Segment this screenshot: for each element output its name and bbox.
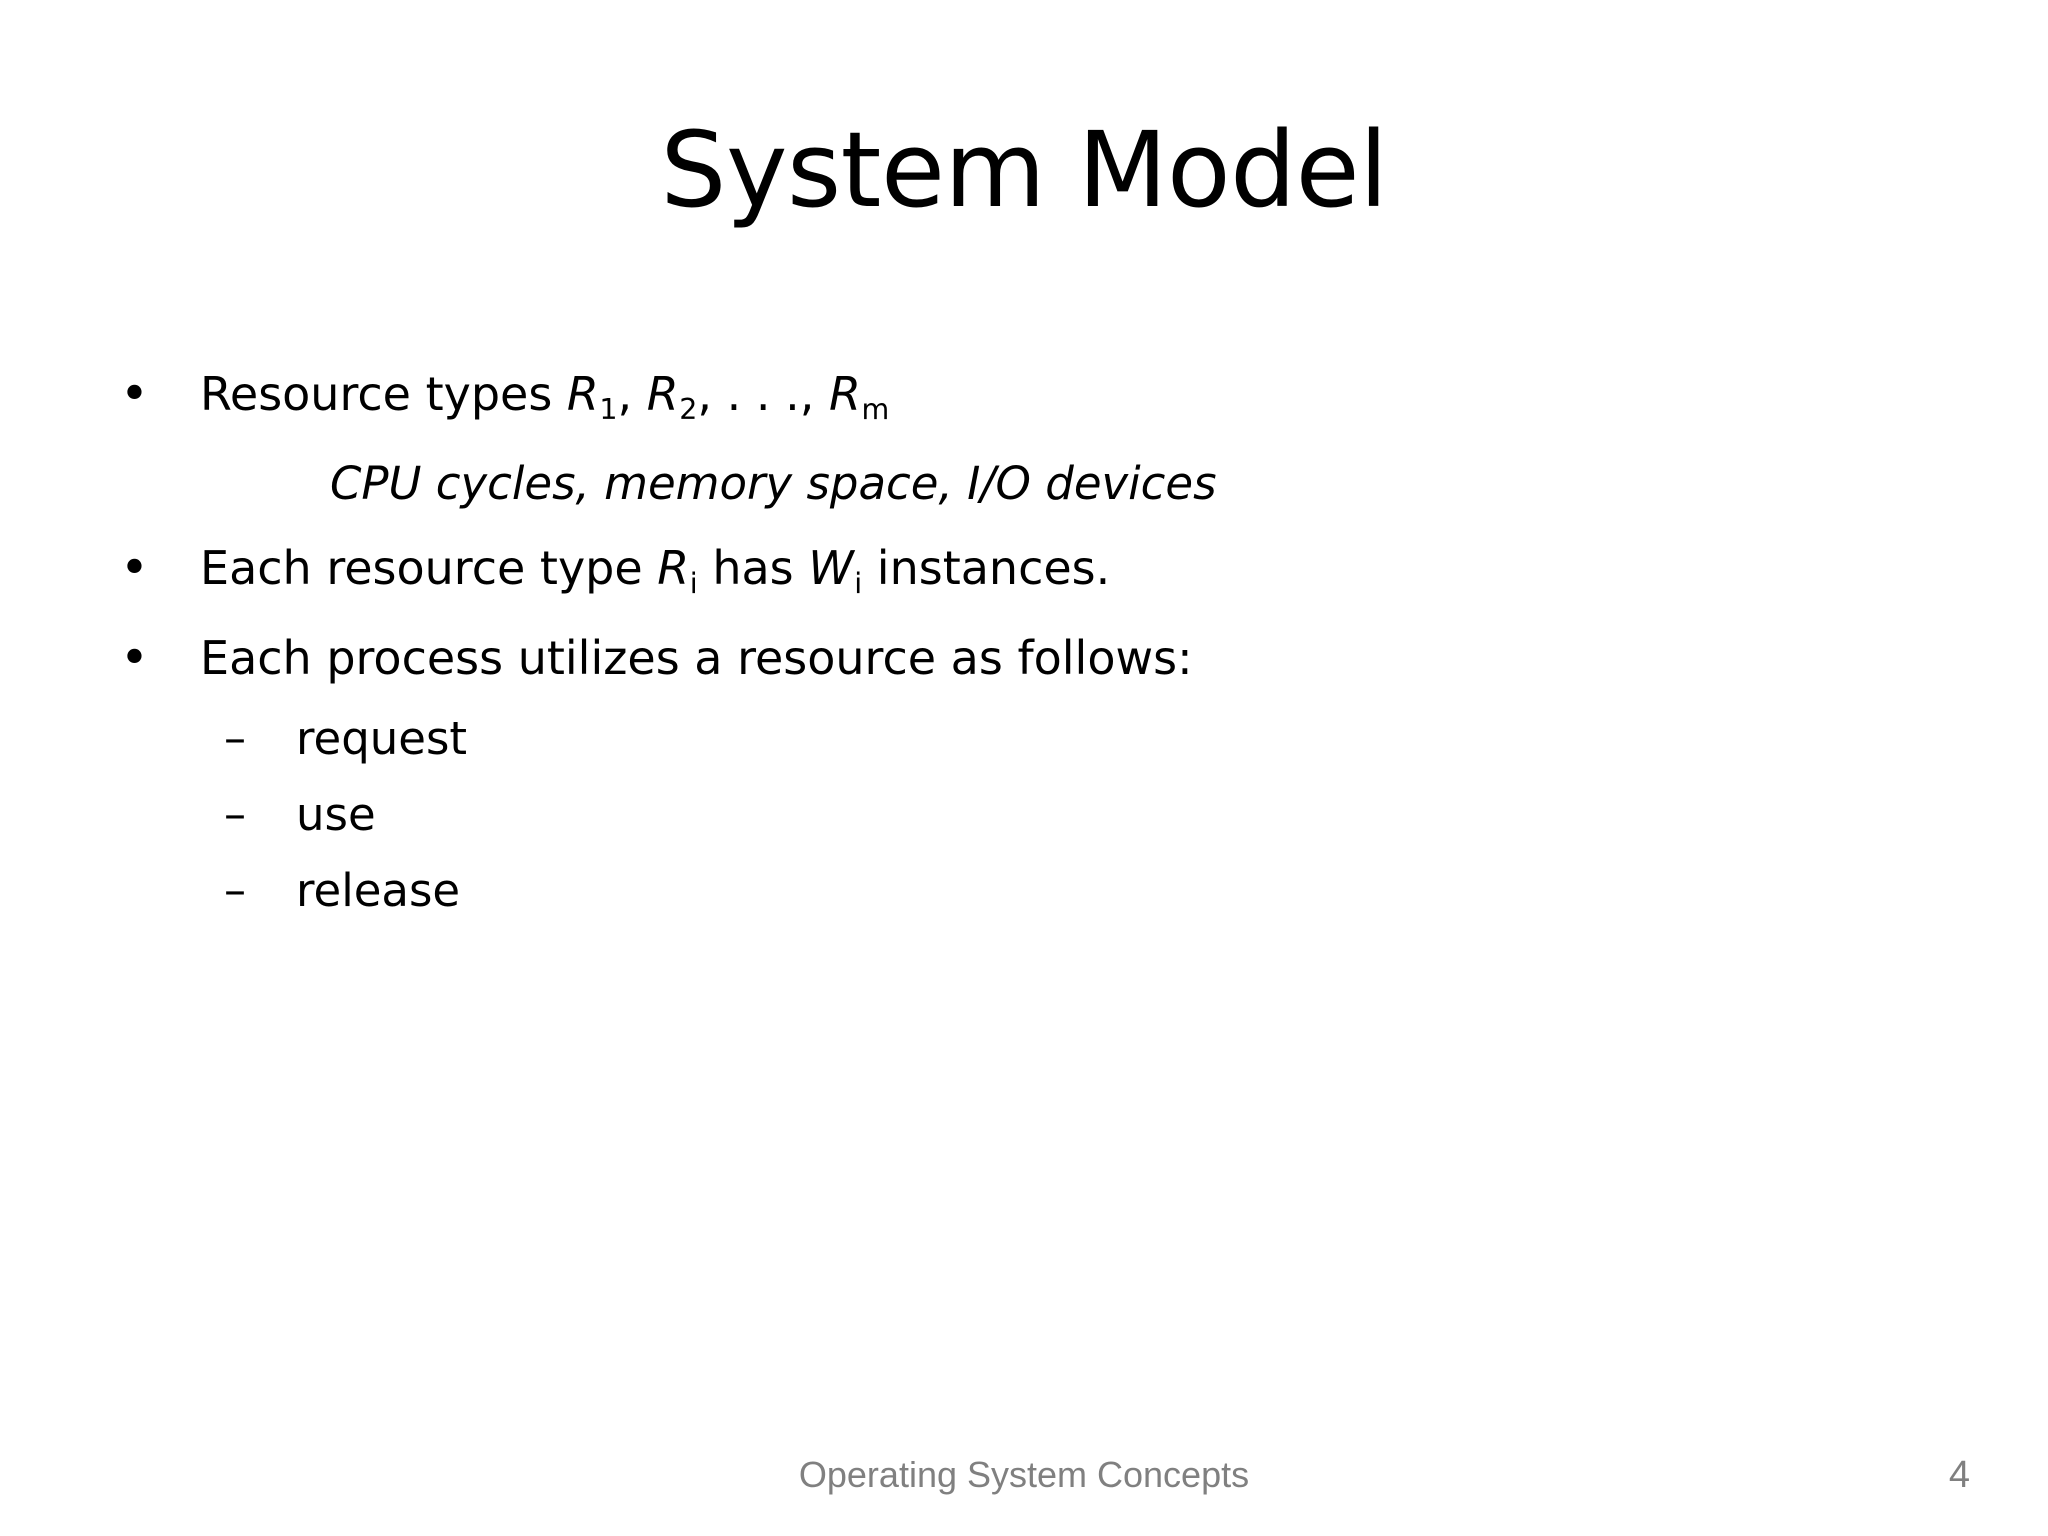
- subscript-m: m: [861, 393, 890, 427]
- sub-bullet-text-request: request: [296, 712, 468, 766]
- subscript-2: 2: [679, 393, 698, 427]
- bullet-item-utilization: • Each process utilizes a resource as fo…: [0, 624, 2048, 698]
- bullet2-suffix-text: instances.: [862, 541, 1111, 596]
- subscript-i-w: i: [854, 567, 863, 601]
- bullet1-prefix-text: Resource types: [200, 367, 567, 421]
- slide-title: System Model: [660, 109, 1388, 231]
- bullet-item-resource-types: • Resource types R1, R2, . . ., Rm: [0, 360, 2048, 444]
- sub-bullet-item-use: – use: [0, 780, 2048, 854]
- bullet2-mid-text: has: [697, 541, 809, 596]
- sub-bullet-text-use: use: [296, 788, 376, 842]
- bullet-text-resource-types: Resource types R1, R2, . . ., Rm: [200, 360, 2048, 444]
- bullet-marker-icon: •: [120, 539, 149, 597]
- subline-item-examples: CPU cycles, memory space, I/O devices: [0, 450, 2048, 524]
- separator-1: ,: [617, 367, 647, 421]
- sub-bullet-text-release: release: [296, 864, 461, 918]
- subline-text-examples: CPU cycles, memory space, I/O devices: [330, 457, 1217, 511]
- bullet2-prefix-text: Each resource type: [200, 541, 658, 596]
- variable-r-i: R: [657, 541, 690, 596]
- bullet-item-instances: • Each resource type Ri has Wi instances…: [0, 534, 2048, 618]
- variable-rm: R: [829, 367, 861, 421]
- variable-w-i: W: [808, 541, 854, 596]
- sub-bullet-item-release: – release: [0, 856, 2048, 930]
- subscript-i-r: i: [689, 567, 698, 601]
- variable-r2: R: [646, 367, 679, 421]
- bullet-text-utilization: Each process utilizes a resource as foll…: [200, 631, 1193, 686]
- slide-page-number: 4: [1948, 1454, 1970, 1496]
- slide-footer: Operating System Concepts 4: [0, 1452, 2048, 1512]
- variable-r1: R: [566, 367, 599, 421]
- footer-book-title: Operating System Concepts: [798, 1454, 1250, 1495]
- bullet-text-instances: Each resource type Ri has Wi instances.: [200, 534, 2048, 618]
- bullet-marker-icon: •: [120, 629, 149, 687]
- separator-2: , . . .,: [697, 367, 830, 421]
- subscript-1: 1: [599, 393, 618, 427]
- dash-marker-icon: –: [224, 865, 246, 917]
- sub-bullet-item-request: – request: [0, 704, 2048, 778]
- dash-marker-icon: –: [224, 713, 246, 765]
- dash-marker-icon: –: [224, 789, 246, 841]
- bullet-marker-icon: •: [120, 365, 149, 422]
- slide-body: • Resource types R1, R2, . . ., Rm CPU c…: [0, 360, 2048, 932]
